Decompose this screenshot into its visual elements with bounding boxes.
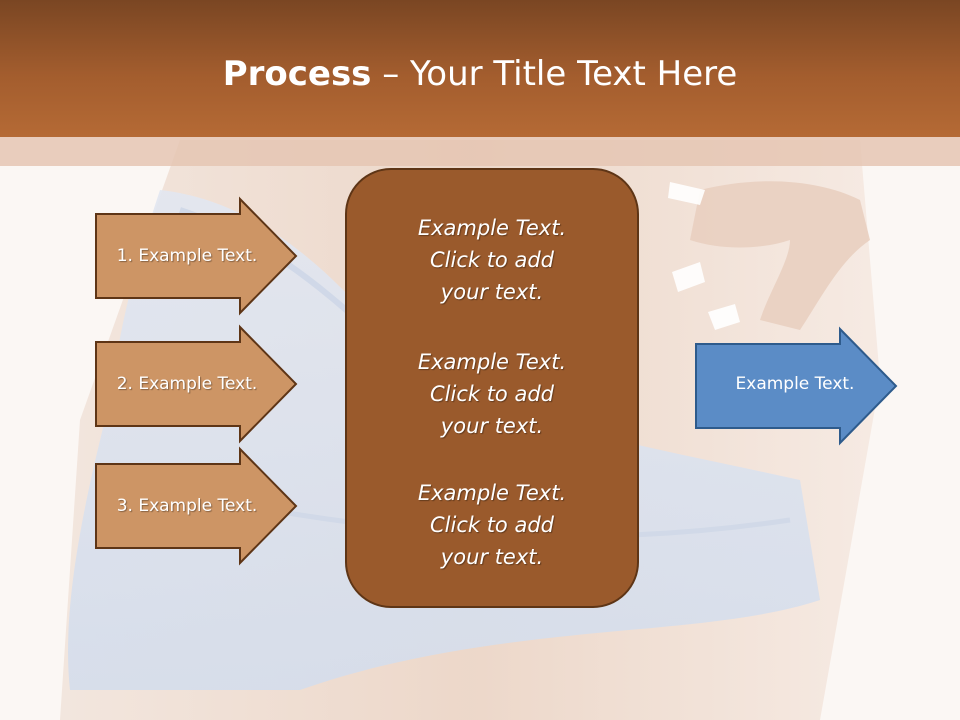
center-text-line: Example Text.: [417, 216, 567, 240]
center-text-line: your text.: [440, 545, 544, 569]
left-arrow-2[interactable]: [95, 324, 298, 444]
slide-title-rest: – Your Title Text Here: [371, 54, 738, 94]
center-text-block-3[interactable]: Example Text. Click to add your text.: [345, 477, 639, 573]
right-arrow[interactable]: [695, 326, 898, 446]
left-arrow-3-label: 3. Example Text.: [116, 496, 258, 516]
center-text-line: Click to add: [429, 513, 554, 537]
slide-title-bold: Process: [222, 54, 372, 94]
title-bar-band: [0, 137, 960, 166]
right-arrow-label: Example Text.: [735, 374, 855, 394]
left-arrow-1[interactable]: [95, 196, 298, 316]
center-text-block-2[interactable]: Example Text. Click to add your text.: [345, 346, 639, 442]
center-text-line: Example Text.: [417, 481, 567, 505]
center-text-line: Click to add: [429, 382, 554, 406]
center-text-line: Example Text.: [417, 350, 567, 374]
center-text-box[interactable]: [345, 168, 639, 608]
center-text-block-1[interactable]: Example Text. Click to add your text.: [345, 212, 639, 308]
center-text-line: your text.: [440, 414, 544, 438]
center-text-line: Click to add: [429, 248, 554, 272]
slide-title[interactable]: Process – Your Title Text Here: [0, 52, 960, 96]
left-arrow-1-label: 1. Example Text.: [116, 246, 258, 266]
left-arrow-3[interactable]: [95, 446, 298, 566]
left-arrow-2-label: 2. Example Text.: [116, 374, 258, 394]
title-bar: [0, 0, 960, 137]
center-text-line: your text.: [440, 280, 544, 304]
